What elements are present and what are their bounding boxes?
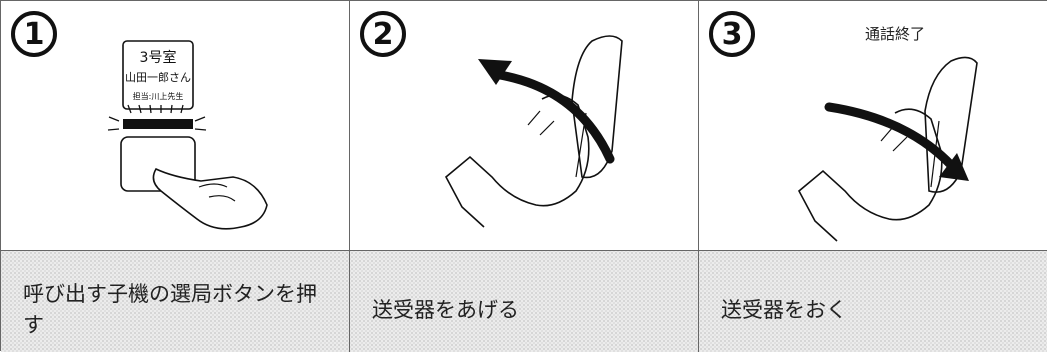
glow-lines (107, 104, 207, 131)
step-2-caption-cell: 送受器をあげる (350, 251, 699, 352)
name-card (122, 40, 194, 110)
card-charge: 担当:川上先生 (133, 91, 184, 101)
lamp-bar (123, 119, 193, 129)
step-3-number: 3 (709, 11, 755, 57)
handset (571, 35, 623, 179)
lift-arrow (495, 70, 615, 164)
holding-hand (797, 108, 943, 242)
lift-arrowhead (478, 59, 512, 85)
step-2-illustration (444, 35, 623, 228)
card-room: 3号室 (140, 49, 177, 66)
holding-hand (444, 94, 590, 228)
step-1-caption: 呼び出す子機の選局ボタンを押す (23, 282, 317, 337)
step-1-illustration: 3号室 山田一郎さん 担当:川上先生 (107, 40, 268, 230)
step-3-caption: 送受器をおく (721, 298, 847, 322)
step-2-illustration-cell: 2 (350, 1, 699, 251)
place-arrowhead (939, 153, 969, 181)
finger-hand (152, 167, 268, 230)
step-3-caption-cell: 送受器をおく (699, 251, 1047, 352)
step-2-number: 2 (360, 11, 406, 57)
card-name: 山田一郎さん (125, 70, 191, 84)
step-1-illustration-cell: 1 3号室 山田一郎さん 担当:川上先生 (1, 1, 350, 251)
step-1-number: 1 (11, 11, 57, 57)
place-arrow (824, 102, 956, 170)
call-end-label: 通話終了 (865, 25, 926, 43)
step-1-caption-cell: 呼び出す子機の選局ボタンを押す (1, 251, 350, 352)
step-2-caption: 送受器をあげる (372, 298, 519, 322)
step-3-illustration-cell: 3 通話終了 (699, 1, 1047, 251)
step-3-illustration (797, 56, 978, 242)
